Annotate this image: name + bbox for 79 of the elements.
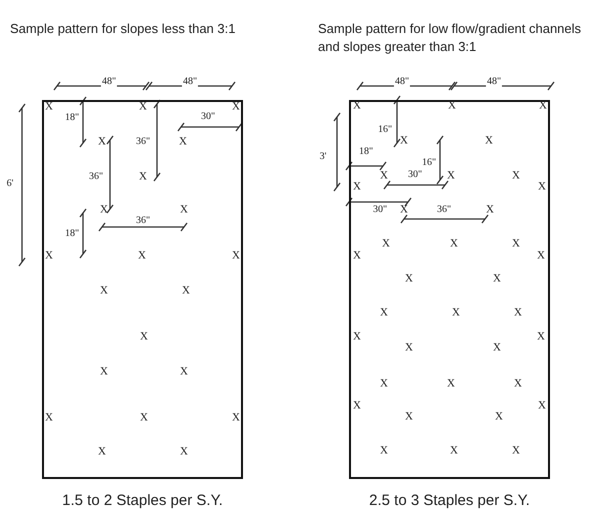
- dimension-label: 36": [436, 205, 452, 215]
- staple-mark: X: [447, 378, 455, 390]
- staple-mark: X: [380, 170, 388, 182]
- dimension-label: 6': [6, 179, 14, 189]
- staple-mark: X: [100, 204, 108, 216]
- staple-mark: X: [493, 274, 501, 284]
- dimension-label: 30": [406, 170, 424, 180]
- staple-mark: X: [180, 204, 188, 216]
- dimension-label: 36": [88, 172, 104, 182]
- staple-mark: X: [45, 412, 53, 424]
- dimension-label: 16": [376, 125, 394, 135]
- staple-mark: X: [493, 342, 501, 354]
- staple-mark: X: [98, 136, 106, 148]
- panel-heading: Sample pattern for low flow/gradient channels and slopes greater than 3:1: [318, 20, 582, 56]
- staple-mark: X: [450, 446, 458, 456]
- dimension-label: 18": [64, 229, 80, 239]
- staple-mark: X: [380, 308, 388, 318]
- staple-mark: X: [400, 136, 408, 146]
- staple-mark: X: [512, 238, 520, 250]
- dimension-label: 36": [134, 137, 152, 147]
- staple-mark: X: [452, 308, 460, 318]
- staple-mark: X: [232, 412, 240, 424]
- staple-mark: X: [495, 412, 503, 422]
- staple-mark: X: [232, 102, 240, 112]
- panel-caption: 2.5 to 3 Staples per S.Y.: [368, 491, 531, 511]
- dimension-label: 18": [64, 113, 80, 123]
- staple-mark: X: [447, 170, 455, 182]
- staple-mark: X: [140, 332, 148, 342]
- staple-mark: X: [485, 136, 493, 146]
- dimension-label: 48": [486, 77, 502, 87]
- staple-mark: X: [538, 182, 546, 192]
- dimension-label: 30": [200, 112, 216, 122]
- staple-mark: X: [538, 400, 546, 412]
- staple-mark: X: [450, 238, 458, 250]
- dimension-label: 30": [372, 205, 388, 215]
- staple-mark: X: [405, 342, 413, 354]
- staple-mark: X: [182, 286, 190, 296]
- staple-mark: X: [486, 204, 494, 216]
- staple-mark: X: [539, 100, 547, 112]
- staple-mark: X: [353, 182, 361, 192]
- staple-mark: X: [512, 170, 520, 182]
- staple-mark: X: [139, 172, 147, 182]
- staple-mark: X: [514, 378, 522, 390]
- dimension-label: 18": [358, 147, 374, 157]
- staple-mark: X: [514, 308, 522, 318]
- dimension-label: 48": [394, 77, 410, 87]
- staple-mark: X: [180, 366, 188, 378]
- staple-mark: X: [353, 400, 361, 412]
- staple-mark: X: [100, 366, 108, 378]
- dimension-label: 16": [420, 158, 438, 168]
- staple-mark: X: [139, 102, 147, 112]
- dimension-label: 3': [318, 152, 328, 162]
- staple-mark: X: [400, 204, 408, 216]
- staple-mark: X: [405, 274, 413, 284]
- dimension-label: 48": [100, 77, 118, 87]
- staple-mark: X: [138, 250, 146, 262]
- staple-mark: X: [180, 446, 188, 458]
- staple-mark: X: [382, 238, 390, 250]
- staple-mark: X: [140, 412, 148, 424]
- dimension-label: 36": [134, 216, 152, 226]
- panel-caption: 1.5 to 2 Staples per S.Y.: [61, 491, 224, 511]
- staple-mark: X: [405, 412, 413, 422]
- staple-mark: X: [45, 102, 53, 112]
- staple-mark: X: [448, 100, 456, 112]
- dimension-label: 48": [182, 77, 198, 87]
- staple-mark: X: [98, 446, 106, 458]
- staple-mark: X: [232, 250, 240, 262]
- staple-mark: X: [537, 332, 545, 342]
- staple-mark: X: [537, 250, 545, 262]
- staple-mark: X: [353, 100, 361, 112]
- staple-mark: X: [179, 136, 187, 148]
- panel-heading: Sample pattern for slopes less than 3:1: [10, 20, 236, 38]
- staple-mark: X: [45, 250, 53, 262]
- staple-mark: X: [100, 286, 108, 296]
- staple-mark: X: [380, 446, 388, 456]
- staple-mark: X: [512, 446, 520, 456]
- staple-mark: X: [380, 378, 388, 390]
- staple-mark: X: [353, 332, 361, 342]
- staple-mark: X: [353, 250, 361, 262]
